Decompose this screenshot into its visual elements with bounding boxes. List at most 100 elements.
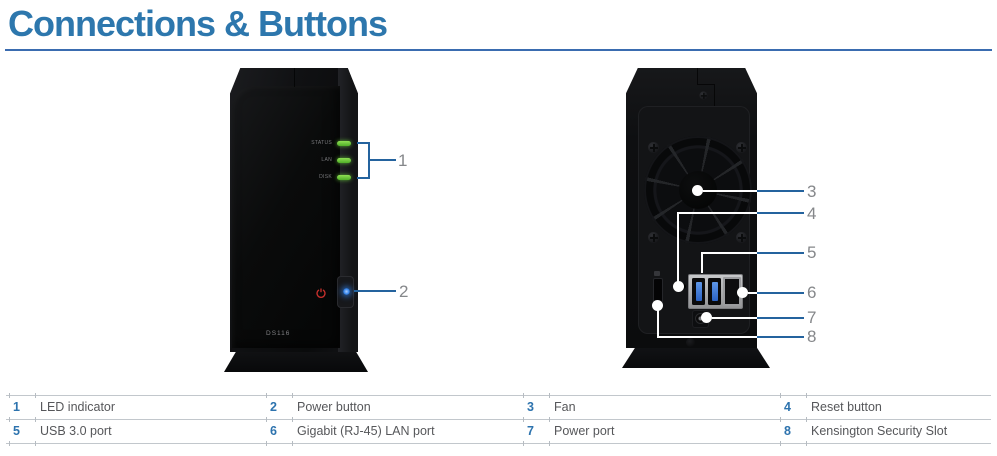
power-port-pin [695, 313, 706, 324]
callout-1-bracket-stem [368, 142, 370, 179]
status-led-indicator [337, 141, 351, 146]
legend-label-fan: Fan [554, 400, 576, 414]
legend-num-8: 8 [784, 424, 791, 438]
fan-screw-icon [648, 142, 659, 153]
callout-number-6: 6 [807, 283, 817, 302]
callout-number-5: 5 [807, 243, 817, 262]
callout-number-8: 8 [807, 327, 817, 346]
callout-6-line [757, 292, 804, 294]
table-column-tick [523, 441, 524, 446]
table-column-tick [523, 417, 524, 422]
legend-label-power-port: Power port [554, 424, 615, 438]
table-column-tick [266, 393, 267, 398]
fan-screw-icon [736, 232, 747, 243]
title-underline [5, 49, 992, 51]
front-glossy-panel [232, 86, 340, 348]
page-title: Connections & Buttons [8, 3, 388, 44]
fan-screw-icon [648, 232, 659, 243]
case-screw-icon [699, 91, 708, 100]
io-port-bezel [688, 274, 743, 309]
callout-2-line [354, 290, 396, 292]
table-column-tick [806, 393, 807, 398]
legend-label-led-indicator: LED indicator [40, 400, 116, 414]
table-column-tick [549, 417, 550, 422]
callout-3-line [757, 190, 804, 192]
callout-8-line [657, 336, 757, 338]
callout-5-line [701, 253, 703, 273]
legend-num-2: 2 [270, 400, 277, 414]
front-side-strip [338, 68, 358, 352]
usb3-connector-tab [711, 282, 718, 301]
table-rule [6, 419, 991, 420]
callout-1-bracket-bottom [357, 177, 370, 179]
table-rule [6, 395, 991, 396]
legend-label-lan-port: Gigabit (RJ-45) LAN port [297, 424, 435, 438]
table-column-tick [806, 417, 807, 422]
callout-number-4: 4 [807, 204, 817, 223]
disk-led-indicator [337, 175, 351, 180]
legend-num-7: 7 [527, 424, 534, 438]
callout-6-line [748, 292, 757, 294]
table-column-tick [806, 441, 807, 446]
table-column-tick [9, 441, 10, 446]
table-column-tick [523, 393, 524, 398]
front-device-stand [224, 350, 368, 372]
table-rule [6, 443, 991, 444]
back-panel [638, 106, 752, 347]
back-top-seam [714, 84, 715, 106]
legend-label-kensington-slot: Kensington Security Slot [811, 424, 948, 438]
table-column-tick [35, 393, 36, 398]
power-symbol-icon [316, 286, 326, 304]
table-column-tick [35, 417, 36, 422]
callout-8-dot [652, 300, 663, 311]
usb3-port [708, 278, 721, 305]
table-column-tick [549, 393, 550, 398]
table-column-tick [780, 417, 781, 422]
table-column-tick [9, 393, 10, 398]
legend-num-3: 3 [527, 400, 534, 414]
table-column-tick [9, 417, 10, 422]
callout-4-dot [673, 281, 684, 292]
callout-number-3: 3 [807, 182, 817, 201]
callout-7-dot [701, 312, 712, 323]
power-led-indicator [343, 288, 350, 295]
fan-screw-icon [736, 142, 747, 153]
callout-6-dot [737, 287, 748, 298]
legend-label-power-button: Power button [297, 400, 371, 414]
legend-num-4: 4 [784, 400, 791, 414]
kensington-lock-icon [654, 271, 660, 276]
lan-led-indicator [337, 158, 351, 163]
callout-number-7: 7 [807, 308, 817, 327]
model-label: DS116 [266, 330, 291, 337]
back-device-body [626, 68, 757, 348]
callout-1-bracket-top [357, 142, 370, 144]
callout-7-line [757, 317, 804, 319]
legend-label-usb-port: USB 3.0 port [40, 424, 112, 438]
callout-4-line [757, 212, 804, 214]
led-label-lan: LAN [321, 157, 332, 163]
back-top-seam [697, 84, 714, 85]
back-top-seam [697, 68, 698, 84]
callout-8-line [757, 336, 804, 338]
callout-1-line [370, 159, 396, 161]
usb3-port [692, 278, 705, 305]
callout-4-line [677, 213, 679, 283]
front-top-seam [294, 68, 295, 87]
callout-5-line [757, 252, 804, 254]
callout-4-line [677, 212, 757, 214]
table-column-tick [549, 441, 550, 446]
table-column-tick [292, 417, 293, 422]
callout-8-line [657, 310, 659, 337]
table-column-tick [780, 441, 781, 446]
callout-7-line [712, 317, 757, 319]
legend-num-1: 1 [13, 400, 20, 414]
callout-3-dot [692, 185, 703, 196]
case-screw-icon [686, 338, 695, 347]
table-column-tick [292, 393, 293, 398]
led-label-disk: DISK [319, 174, 332, 180]
callout-number-1: 1 [398, 151, 408, 170]
table-column-tick [266, 441, 267, 446]
callout-3-line [703, 190, 757, 192]
legend-label-reset-button: Reset button [811, 400, 882, 414]
